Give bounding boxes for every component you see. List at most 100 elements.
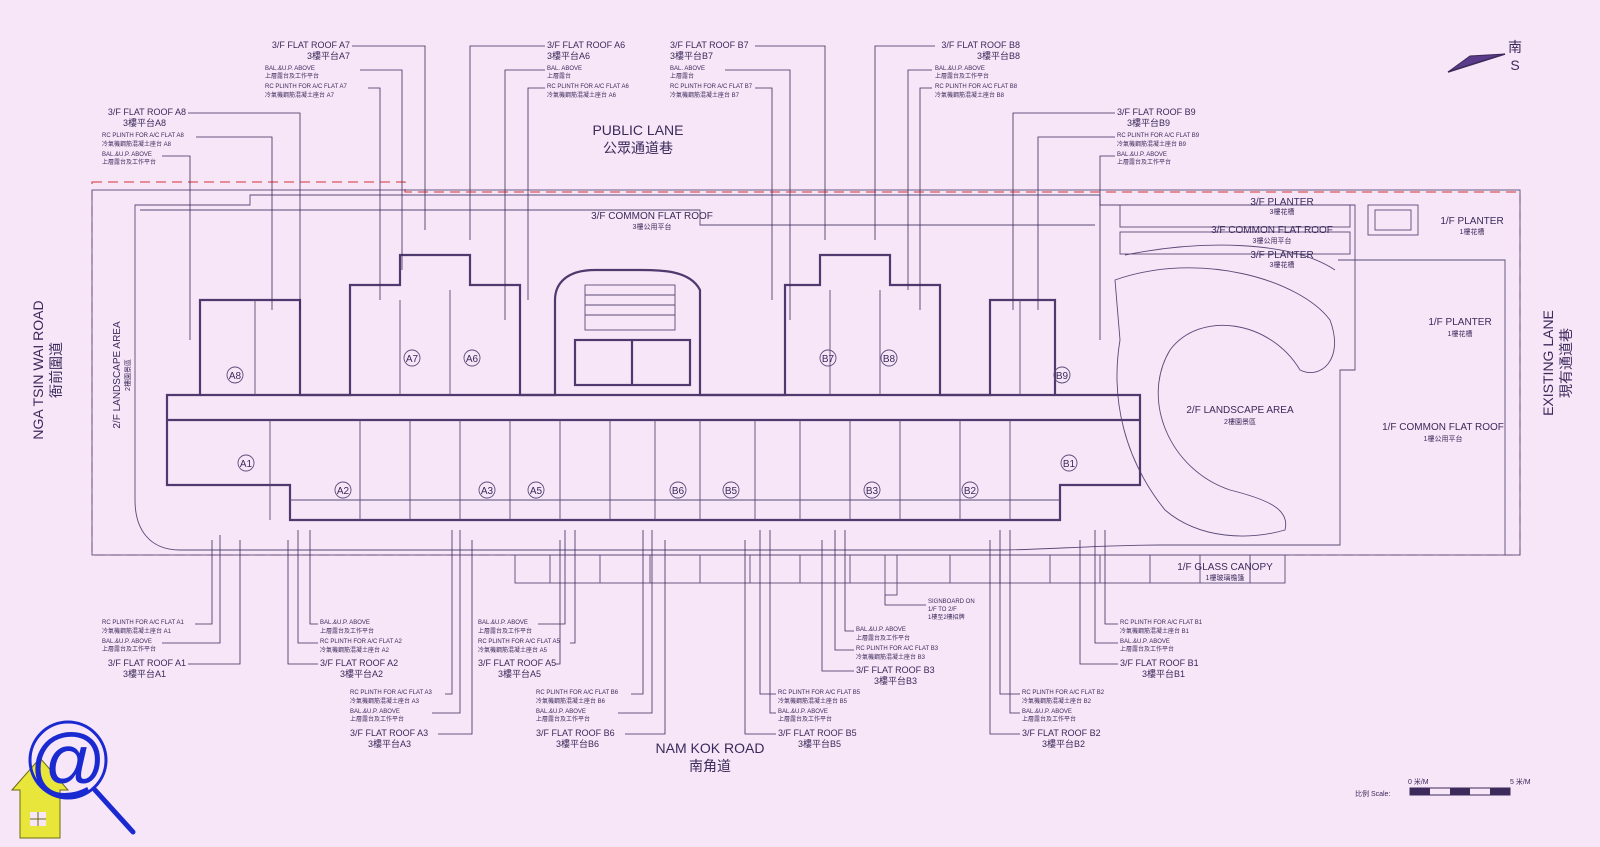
svg-text:3/F FLAT ROOF A8: 3/F FLAT ROOF A8 xyxy=(108,107,186,117)
flat-label-a2: A2 xyxy=(337,486,350,497)
existing-lane-label-cn: 現有通道巷 xyxy=(1558,328,1574,398)
svg-text:3/F FLAT ROOF A5: 3/F FLAT ROOF A5 xyxy=(478,658,556,668)
svg-text:上層露台及工作平台: 上層露台及工作平台 xyxy=(536,715,590,723)
public-lane-label: PUBLIC LANE xyxy=(592,122,683,138)
svg-text:3樓平台B7: 3樓平台B7 xyxy=(670,50,713,61)
svg-text:冷氣機鋼筋混凝土座台 A2: 冷氣機鋼筋混凝土座台 A2 xyxy=(320,646,390,654)
svg-text:BAL.&U.P. ABOVE: BAL.&U.P. ABOVE xyxy=(265,66,315,72)
nga-tsin-wai-road-label-cn: 衙前圍道 xyxy=(48,342,64,398)
flat-label-a1: A1 xyxy=(240,459,253,470)
svg-text:RC PLINTH FOR A/C FLAT A5: RC PLINTH FOR A/C FLAT A5 xyxy=(478,639,560,645)
svg-text:上層露台及工作平台: 上層露台及工作平台 xyxy=(1120,645,1174,653)
svg-text:上層露台: 上層露台 xyxy=(670,72,694,80)
svg-text:RC PLINTH FOR A/C FLAT B6: RC PLINTH FOR A/C FLAT B6 xyxy=(536,690,619,696)
svg-text:RC PLINTH FOR A/C FLAT B2: RC PLINTH FOR A/C FLAT B2 xyxy=(1022,690,1105,696)
svg-text:冷氣機鋼筋混凝土座台 A7: 冷氣機鋼筋混凝土座台 A7 xyxy=(265,91,335,99)
svg-text:上層露台及工作平台: 上層露台及工作平台 xyxy=(1117,158,1171,166)
svg-text:3/F FLAT ROOF B1: 3/F FLAT ROOF B1 xyxy=(1120,658,1199,668)
svg-text:冷氣機鋼筋混凝土座台 A8: 冷氣機鋼筋混凝土座台 A8 xyxy=(102,140,172,148)
planter-3f-bot-label-cn: 3樓花槽 xyxy=(1270,260,1295,269)
svg-text:冷氣機鋼筋混凝土座台 A5: 冷氣機鋼筋混凝土座台 A5 xyxy=(478,646,548,654)
svg-text:3/F FLAT ROOF B2: 3/F FLAT ROOF B2 xyxy=(1022,728,1101,738)
svg-text:3/F FLAT ROOF B7: 3/F FLAT ROOF B7 xyxy=(670,40,749,50)
flat-label-b6: B6 xyxy=(672,486,685,497)
svg-text:RC PLINTH FOR A/C FLAT B3: RC PLINTH FOR A/C FLAT B3 xyxy=(856,646,939,652)
common-flat-roof-3f-label: 3/F COMMON FLAT ROOF xyxy=(591,211,713,222)
svg-text:RC PLINTH FOR A/C FLAT B9: RC PLINTH FOR A/C FLAT B9 xyxy=(1117,133,1200,139)
landscape-curves xyxy=(1114,204,1351,537)
svg-text:冷氣機鋼筋混凝土座台 B3: 冷氣機鋼筋混凝土座台 B3 xyxy=(856,653,926,661)
svg-text:BAL.&U.P. ABOVE: BAL.&U.P. ABOVE xyxy=(320,620,370,626)
callout-b1: RC PLINTH FOR A/C FLAT B1 冷氣機鋼筋混凝土座台 B1 … xyxy=(1079,530,1203,679)
callout-b9: 3/F FLAT ROOF B9 3樓平台B9 RC PLINTH FOR A/… xyxy=(1012,107,1200,340)
svg-text:3樓平台A2: 3樓平台A2 xyxy=(340,668,383,679)
svg-text:3樓平台A8: 3樓平台A8 xyxy=(123,117,166,128)
svg-text:冷氣機鋼筋混凝土座台 A6: 冷氣機鋼筋混凝土座台 A6 xyxy=(547,91,617,99)
planter-3f-bot-label: 3/F PLANTER xyxy=(1250,250,1313,261)
common-flat-roof-3f-right-label-cn: 3樓公用平台 xyxy=(1253,236,1292,245)
svg-text:上層露台及工作平台: 上層露台及工作平台 xyxy=(935,72,989,80)
svg-text:BAL.&U.P. ABOVE: BAL.&U.P. ABOVE xyxy=(856,627,906,633)
north-arrow-label-en: S xyxy=(1510,57,1519,73)
callout-a8: 3/F FLAT ROOF A8 3樓平台A8 RC PLINTH FOR A/… xyxy=(102,107,301,340)
flat-label-a7: A7 xyxy=(406,354,419,365)
svg-text:冷氣機鋼筋混凝土座台 B1: 冷氣機鋼筋混凝土座台 B1 xyxy=(1120,627,1190,635)
svg-text:3樓平台B2: 3樓平台B2 xyxy=(1042,738,1085,749)
flat-label-b1: B1 xyxy=(1063,459,1076,470)
svg-text:BAL.&U.P. ABOVE: BAL.&U.P. ABOVE xyxy=(478,620,528,626)
svg-text:上層露台及工作平台: 上層露台及工作平台 xyxy=(102,158,156,166)
scale-five-label: 5 米/M xyxy=(1510,777,1531,786)
svg-text:3/F FLAT ROOF A3: 3/F FLAT ROOF A3 xyxy=(350,728,428,738)
north-arrow-icon xyxy=(1447,53,1506,73)
callout-a5: BAL.&U.P. ABOVE 上層露台及工作平台 RC PLINTH FOR … xyxy=(478,530,576,679)
common-flat-roof-3f-right-label: 3/F COMMON FLAT ROOF xyxy=(1211,225,1333,236)
flat-label-b2: B2 xyxy=(964,486,977,497)
svg-text:上層露台及工作平台: 上層露台及工作平台 xyxy=(856,634,910,642)
logo-icon: @ xyxy=(10,719,136,839)
svg-text:BAL.&U.P. ABOVE: BAL.&U.P. ABOVE xyxy=(1117,152,1167,158)
callout-a1: RC PLINTH FOR A/C FLAT A1 冷氣機鋼筋混凝土座台 A1 … xyxy=(102,535,241,679)
svg-text:上層露台及工作平台: 上層露台及工作平台 xyxy=(778,715,832,723)
flat-label-a3: A3 xyxy=(481,486,494,497)
svg-text:RC PLINTH FOR A/C FLAT B5: RC PLINTH FOR A/C FLAT B5 xyxy=(778,690,861,696)
nam-kok-road-label: NAM KOK ROAD xyxy=(656,740,765,756)
landscape-2f-right-label: 2/F LANDSCAPE AREA xyxy=(1186,405,1294,416)
svg-text:3樓平台A6: 3樓平台A6 xyxy=(547,50,590,61)
planter-3f-top-label: 3/F PLANTER xyxy=(1250,197,1313,208)
common-flat-roof-3f-label-cn: 3樓公用平台 xyxy=(633,222,672,231)
svg-text:3樓平台B3: 3樓平台B3 xyxy=(874,675,917,686)
flat-label-b8: B8 xyxy=(883,354,896,365)
svg-text:上層露台及工作平台: 上層露台及工作平台 xyxy=(350,715,404,723)
nga-tsin-wai-road-label: NGA TSIN WAI ROAD xyxy=(30,300,46,439)
landscape-2f-right-label-cn: 2樓園景區 xyxy=(1224,417,1256,426)
svg-text:RC PLINTH FOR A/C FLAT A1: RC PLINTH FOR A/C FLAT A1 xyxy=(102,620,184,626)
svg-text:BAL.&U.P. ABOVE: BAL.&U.P. ABOVE xyxy=(102,152,152,158)
svg-text:BAL.&U.P. ABOVE: BAL.&U.P. ABOVE xyxy=(935,66,985,72)
svg-text:上層露台及工作平台: 上層露台及工作平台 xyxy=(102,645,156,653)
svg-text:RC PLINTH FOR A/C FLAT B1: RC PLINTH FOR A/C FLAT B1 xyxy=(1120,620,1203,626)
svg-text:BAL. ABOVE: BAL. ABOVE xyxy=(670,66,705,72)
svg-text:3/F FLAT ROOF A2: 3/F FLAT ROOF A2 xyxy=(320,658,398,668)
planter-1f-mid-label-cn: 1樓花槽 xyxy=(1448,329,1473,338)
svg-text:3樓平台B9: 3樓平台B9 xyxy=(1127,117,1170,128)
svg-text:冷氣機鋼筋混凝土座台 B7: 冷氣機鋼筋混凝土座台 B7 xyxy=(670,91,740,99)
svg-text:3/F FLAT ROOF B8: 3/F FLAT ROOF B8 xyxy=(941,40,1020,50)
svg-text:BAL. ABOVE: BAL. ABOVE xyxy=(547,66,582,72)
svg-text:3/F FLAT ROOF B6: 3/F FLAT ROOF B6 xyxy=(536,728,615,738)
svg-text:冷氣機鋼筋混凝土座台 B2: 冷氣機鋼筋混凝土座台 B2 xyxy=(1022,697,1092,705)
callout-a6: 3/F FLAT ROOF A6 3樓平台A6 BAL. ABOVE 上層露台 … xyxy=(469,40,629,320)
flat-markers xyxy=(226,349,1078,499)
public-lane-label-cn: 公眾通道巷 xyxy=(603,140,673,156)
svg-text:3/F FLAT ROOF B9: 3/F FLAT ROOF B9 xyxy=(1117,107,1196,117)
svg-text:上層露台: 上層露台 xyxy=(547,72,571,80)
scale-label: 比例 Scale: xyxy=(1355,789,1390,798)
svg-text:BAL.&U.P. ABOVE: BAL.&U.P. ABOVE xyxy=(778,709,828,715)
svg-text:上層露台及工作平台: 上層露台及工作平台 xyxy=(320,627,374,635)
svg-text:3樓平台B6: 3樓平台B6 xyxy=(556,738,599,749)
svg-text:3/F FLAT ROOF A7: 3/F FLAT ROOF A7 xyxy=(272,40,350,50)
flat-label-b5: B5 xyxy=(725,486,738,497)
svg-text:RC PLINTH FOR A/C FLAT B8: RC PLINTH FOR A/C FLAT B8 xyxy=(935,84,1018,90)
svg-text:冷氣機鋼筋混凝土座台 B8: 冷氣機鋼筋混凝土座台 B8 xyxy=(935,91,1005,99)
svg-text:BAL.&U.P. ABOVE: BAL.&U.P. ABOVE xyxy=(1120,639,1170,645)
